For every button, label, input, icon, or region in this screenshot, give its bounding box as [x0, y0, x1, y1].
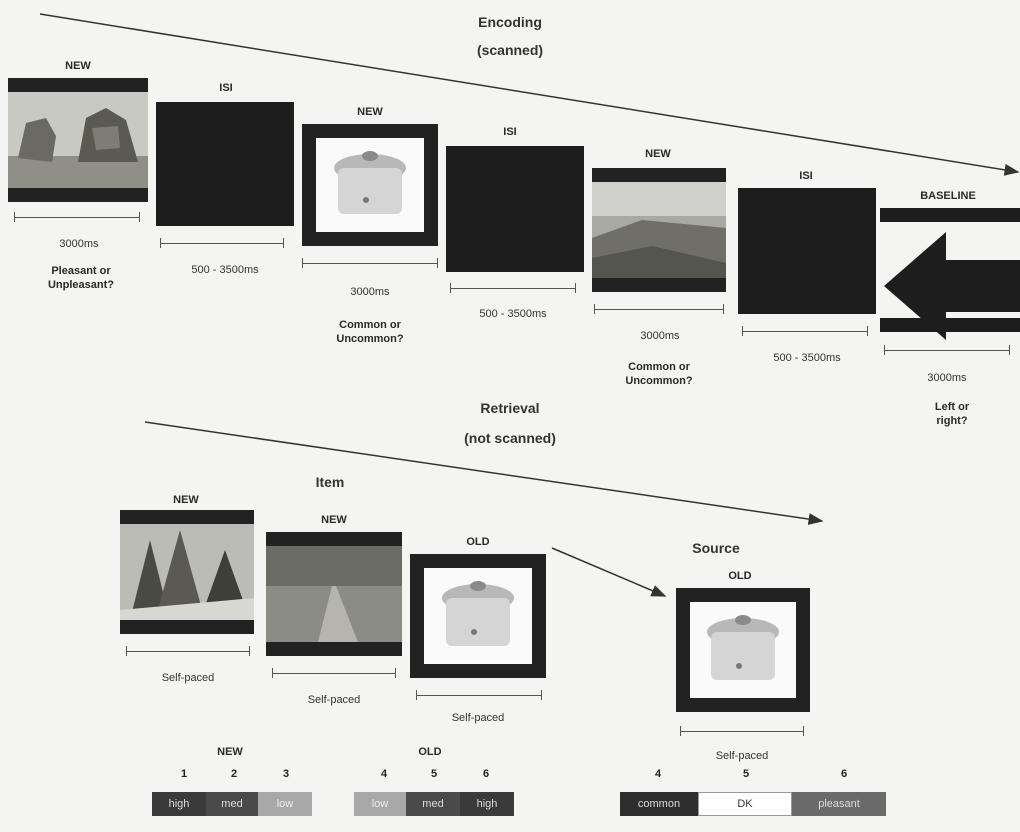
trial-5-stimulus	[592, 168, 726, 292]
retrieval-4-timeline	[680, 726, 804, 736]
retrieval-2-stimulus	[266, 532, 402, 656]
trial-6-label: ISI	[799, 170, 813, 182]
retrieval-title: Retrieval	[480, 400, 540, 416]
trial-1-question: Pleasant or Unpleasant?	[47, 265, 114, 291]
trial-4-timeline	[450, 283, 576, 293]
baseline-bottom-bar	[880, 318, 1020, 332]
retrieval-1-stimulus	[120, 510, 254, 634]
trial-7-timeline	[884, 345, 1010, 355]
trial-5-duration: 3000ms	[640, 330, 680, 342]
retrieval-3-duration: Self-paced	[451, 712, 505, 724]
retrieval-3-timeline	[416, 690, 542, 700]
retrieval-1-duration: Self-paced	[161, 672, 215, 684]
retrieval-2-timeline	[272, 668, 396, 678]
rice-cooker-image	[442, 581, 514, 646]
trial-7-question: Left or right?	[934, 401, 970, 427]
rice-cooker-image	[707, 615, 779, 680]
trial-3-label: NEW	[357, 106, 383, 118]
coast-photo	[592, 182, 726, 278]
response-key-number: 4	[654, 768, 662, 780]
response-key-number: 1	[180, 768, 188, 780]
response-option-new-med: med	[206, 792, 258, 816]
encoding-time-arrow	[39, 13, 1020, 176]
item-scale-old: low med high	[354, 792, 516, 816]
response-option-old-med: med	[406, 792, 460, 816]
item-scale-new-label: NEW	[217, 746, 243, 758]
rock-photo	[8, 92, 148, 188]
response-option-new-low: low	[258, 792, 312, 816]
trial-3-question: Common or Uncommon?	[336, 319, 404, 345]
trial-5-question: Common or Uncommon?	[625, 361, 693, 387]
trial-6-duration: 500 - 3500ms	[773, 352, 841, 364]
retrieval-4-label: OLD	[728, 570, 752, 582]
trial-1-label: NEW	[65, 60, 91, 72]
response-key-number: 2	[230, 768, 238, 780]
item-to-source-arrow	[551, 547, 667, 597]
trial-3-stimulus	[302, 124, 438, 246]
encoding-subtitle: (scanned)	[476, 42, 544, 58]
trial-3-timeline	[302, 258, 438, 268]
trial-4-label: ISI	[503, 126, 517, 138]
trial-6-blank-screen	[738, 188, 876, 314]
response-option-new-high: high	[152, 792, 206, 816]
retrieval-4-stimulus	[676, 588, 810, 712]
retrieval-1-label: NEW	[173, 494, 199, 506]
item-scale-old-label: OLD	[418, 746, 442, 758]
trial-4-blank-screen	[446, 146, 584, 272]
trial-7-duration: 3000ms	[927, 372, 967, 384]
response-option-common: common	[620, 792, 698, 816]
retrieval-time-arrow	[144, 421, 824, 525]
response-key-number: 3	[282, 768, 290, 780]
trial-5-timeline	[594, 304, 724, 314]
trial-2-blank-screen	[156, 102, 294, 226]
retrieval-3-label: OLD	[466, 536, 490, 548]
trial-1-duration: 3000ms	[59, 238, 99, 250]
trial-1-stimulus	[8, 78, 148, 202]
baseline-top-bar	[880, 208, 1020, 222]
response-option-dont-know: DK	[698, 792, 792, 816]
retrieval-subtitle: (not scanned)	[464, 430, 556, 446]
retrieval-3-stimulus	[410, 554, 546, 678]
rice-cooker-image	[334, 151, 406, 214]
retrieval-2-duration: Self-paced	[307, 694, 361, 706]
retrieval-4-duration: Self-paced	[715, 750, 769, 762]
encoding-title: Encoding	[478, 14, 542, 30]
response-key-number: 4	[380, 768, 388, 780]
trial-5-label: NEW	[645, 148, 671, 160]
response-option-old-low: low	[354, 792, 406, 816]
response-key-number: 5	[742, 768, 750, 780]
source-scale: common DK pleasant	[620, 792, 890, 816]
trial-2-duration: 500 - 3500ms	[191, 264, 259, 276]
trial-3-duration: 3000ms	[350, 286, 390, 298]
response-key-number: 5	[430, 768, 438, 780]
response-key-number: 6	[840, 768, 848, 780]
trial-6-timeline	[742, 326, 868, 336]
item-title: Item	[315, 474, 345, 490]
trial-7-label: BASELINE	[920, 190, 976, 202]
trial-2-label: ISI	[219, 82, 233, 94]
response-option-old-high: high	[460, 792, 514, 816]
road-photo	[266, 546, 402, 642]
trial-1-timeline	[14, 212, 140, 222]
retrieval-2-label: NEW	[321, 514, 347, 526]
trial-2-timeline	[160, 238, 284, 248]
forest-photo	[120, 524, 254, 620]
trial-4-duration: 500 - 3500ms	[479, 308, 547, 320]
response-key-number: 6	[482, 768, 490, 780]
retrieval-1-timeline	[126, 646, 250, 656]
item-scale-new: high med low	[152, 792, 322, 816]
response-option-pleasant: pleasant	[792, 792, 886, 816]
source-title: Source	[692, 540, 740, 556]
